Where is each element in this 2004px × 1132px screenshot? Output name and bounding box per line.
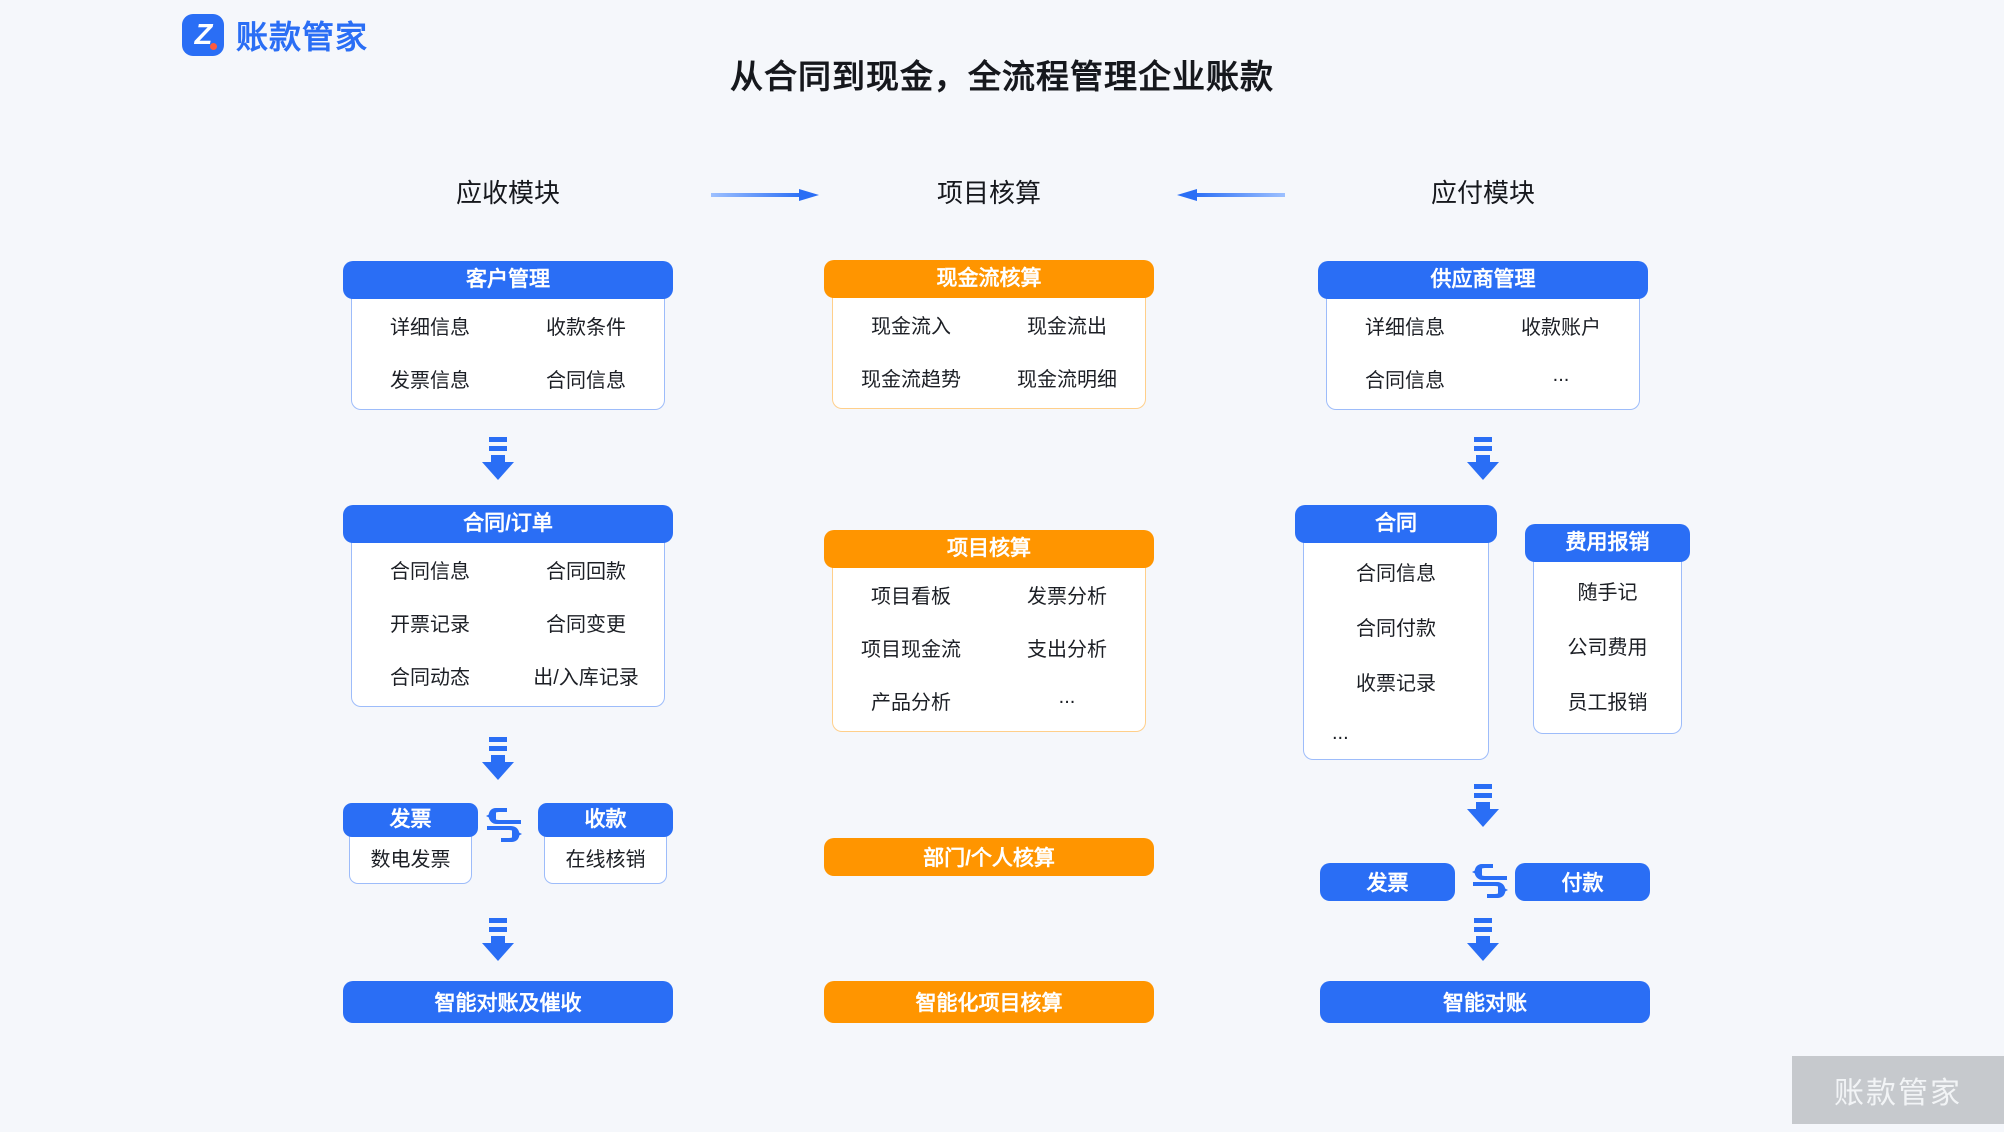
card-item[interactable]: 合同信息: [1356, 563, 1436, 585]
card-item[interactable]: 项目现金流: [861, 639, 961, 661]
card-item[interactable]: 详细信息: [390, 317, 470, 339]
card-item[interactable]: 收款账户: [1521, 317, 1601, 339]
card-item[interactable]: 产品分析: [871, 692, 951, 714]
column-header-project: 项目核算: [936, 178, 1041, 208]
card-item[interactable]: 合同回款: [546, 561, 626, 583]
logo-letter: Z: [194, 18, 213, 51]
card-item[interactable]: 开票记录: [390, 614, 470, 636]
card-item[interactable]: 合同变更: [546, 614, 626, 636]
card-header: 发票: [343, 803, 478, 837]
swap-horizontal-icon: [1472, 864, 1508, 898]
card-item[interactable]: 员工报销: [1567, 692, 1648, 714]
card-item[interactable]: ...: [1332, 722, 1349, 744]
card-header: 费用报销: [1525, 524, 1690, 562]
card-header: 现金流核算: [824, 260, 1154, 298]
card-item[interactable]: 收票记录: [1356, 673, 1436, 695]
bar-intelligent-project-accounting[interactable]: 智能化项目核算: [824, 981, 1154, 1023]
card-customer-management[interactable]: 客户管理 详细信息 收款条件 发票信息 合同信息: [343, 261, 673, 410]
card-item[interactable]: 公司费用: [1567, 637, 1648, 659]
bar-smart-reconciliation-collection[interactable]: 智能对账及催收: [343, 981, 673, 1023]
card-receipt[interactable]: 收款 在线核销: [538, 803, 673, 884]
card-item[interactable]: 现金流趋势: [861, 369, 961, 391]
card-item[interactable]: 在线核销: [544, 832, 667, 884]
card-header: 客户管理: [343, 261, 673, 299]
card-item[interactable]: 合同信息: [390, 561, 470, 583]
arrow-down-icon: [1467, 437, 1499, 480]
card-item[interactable]: 出/入库记录: [533, 667, 639, 689]
column-header-receivable: 应收模块: [455, 178, 560, 208]
card-item[interactable]: 现金流出: [1027, 316, 1107, 338]
card-item[interactable]: ...: [1058, 686, 1076, 708]
watermark: 账款管家: [1792, 1056, 2004, 1124]
card-invoice[interactable]: 发票 数电发票: [343, 803, 478, 884]
brand-name: 账款管家: [236, 19, 369, 55]
card-item[interactable]: 现金流入: [871, 316, 951, 338]
bar-department-individual-accounting[interactable]: 部门/个人核算: [824, 838, 1154, 876]
logo-accent-dot: [210, 43, 217, 50]
page-title: 从合同到现金，全流程管理企业账款: [730, 58, 1274, 95]
card-contract-order[interactable]: 合同/订单 合同信息 合同回款 开票记录 合同变更 合同动态 出/入库记录: [343, 505, 673, 707]
card-header: 供应商管理: [1318, 261, 1648, 299]
card-item[interactable]: 合同信息: [546, 370, 626, 392]
arrow-down-icon: [482, 437, 514, 480]
card-item[interactable]: 现金流明细: [1017, 369, 1117, 391]
card-item[interactable]: 支出分析: [1027, 639, 1107, 661]
card-item[interactable]: 详细信息: [1365, 317, 1445, 339]
pill-payment[interactable]: 付款: [1515, 863, 1650, 901]
arrow-down-icon: [1467, 918, 1499, 961]
arrow-right-icon: [711, 189, 819, 201]
card-header: 合同: [1295, 505, 1497, 543]
arrow-left-icon: [1177, 189, 1285, 201]
card-supplier-management[interactable]: 供应商管理 详细信息 收款账户 合同信息 ...: [1318, 261, 1648, 410]
card-item[interactable]: 项目看板: [871, 586, 951, 608]
brand-logo: Z 账款管家: [182, 12, 368, 58]
arrow-down-icon: [482, 737, 514, 780]
card-project-accounting[interactable]: 项目核算 项目看板 发票分析 项目现金流 支出分析 产品分析 ...: [824, 530, 1154, 732]
card-item[interactable]: 合同动态: [390, 667, 470, 689]
card-header: 合同/订单: [343, 505, 673, 543]
card-item[interactable]: 发票信息: [390, 370, 470, 392]
arrow-down-icon: [1467, 784, 1499, 827]
card-item[interactable]: 合同付款: [1356, 618, 1436, 640]
arrow-down-icon: [482, 918, 514, 961]
card-item[interactable]: 随手记: [1577, 582, 1638, 604]
z-logo-icon: Z: [182, 14, 224, 56]
card-header: 收款: [538, 803, 673, 837]
pill-invoice[interactable]: 发票: [1320, 863, 1455, 901]
card-item[interactable]: 数电发票: [349, 832, 472, 884]
column-header-payable: 应付模块: [1430, 178, 1535, 208]
card-item[interactable]: 收款条件: [546, 317, 626, 339]
bar-smart-reconciliation[interactable]: 智能对账: [1320, 981, 1650, 1023]
card-item[interactable]: ...: [1552, 364, 1570, 386]
card-expense-reimbursement[interactable]: 费用报销 随手记 公司费用 员工报销: [1525, 524, 1690, 734]
card-cashflow-accounting[interactable]: 现金流核算 现金流入 现金流出 现金流趋势 现金流明细: [824, 260, 1154, 409]
card-item[interactable]: 合同信息: [1365, 370, 1445, 392]
card-contract[interactable]: 合同 合同信息 合同付款 收票记录 ...: [1295, 505, 1497, 760]
swap-horizontal-icon: [486, 808, 522, 842]
card-header: 项目核算: [824, 530, 1154, 568]
card-item[interactable]: 发票分析: [1027, 586, 1107, 608]
